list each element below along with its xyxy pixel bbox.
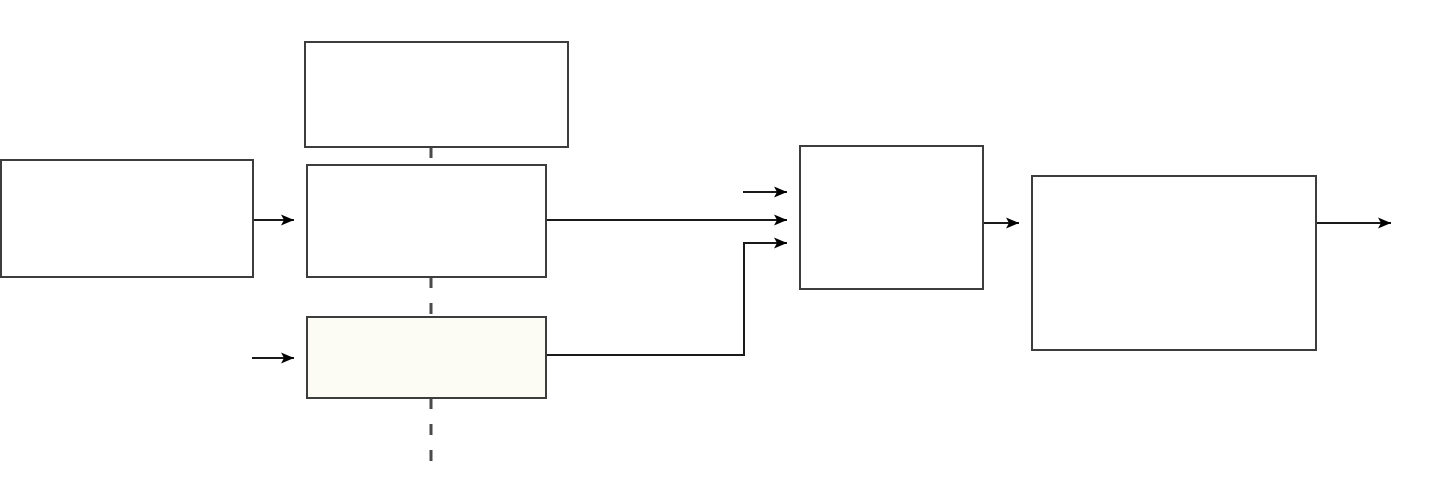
output-block[interactable]	[1031, 175, 1317, 351]
merge-block[interactable]	[799, 145, 984, 290]
edge-group	[252, 186, 1391, 364]
output-block-rect[interactable]	[1031, 175, 1317, 351]
left-input-block[interactable]	[0, 159, 254, 278]
bottom-block[interactable]	[306, 316, 547, 399]
top-block[interactable]	[304, 41, 569, 148]
top-block-rect[interactable]	[304, 41, 569, 148]
left-input-block-rect[interactable]	[0, 159, 254, 278]
middle-block[interactable]	[306, 164, 547, 278]
bottom-block-rect[interactable]	[306, 316, 547, 399]
middle-block-rect[interactable]	[306, 164, 547, 278]
merge-block-rect[interactable]	[799, 145, 984, 290]
edge-bottom-block-to-merge-block	[546, 237, 787, 356]
node-group	[0, 41, 1317, 399]
